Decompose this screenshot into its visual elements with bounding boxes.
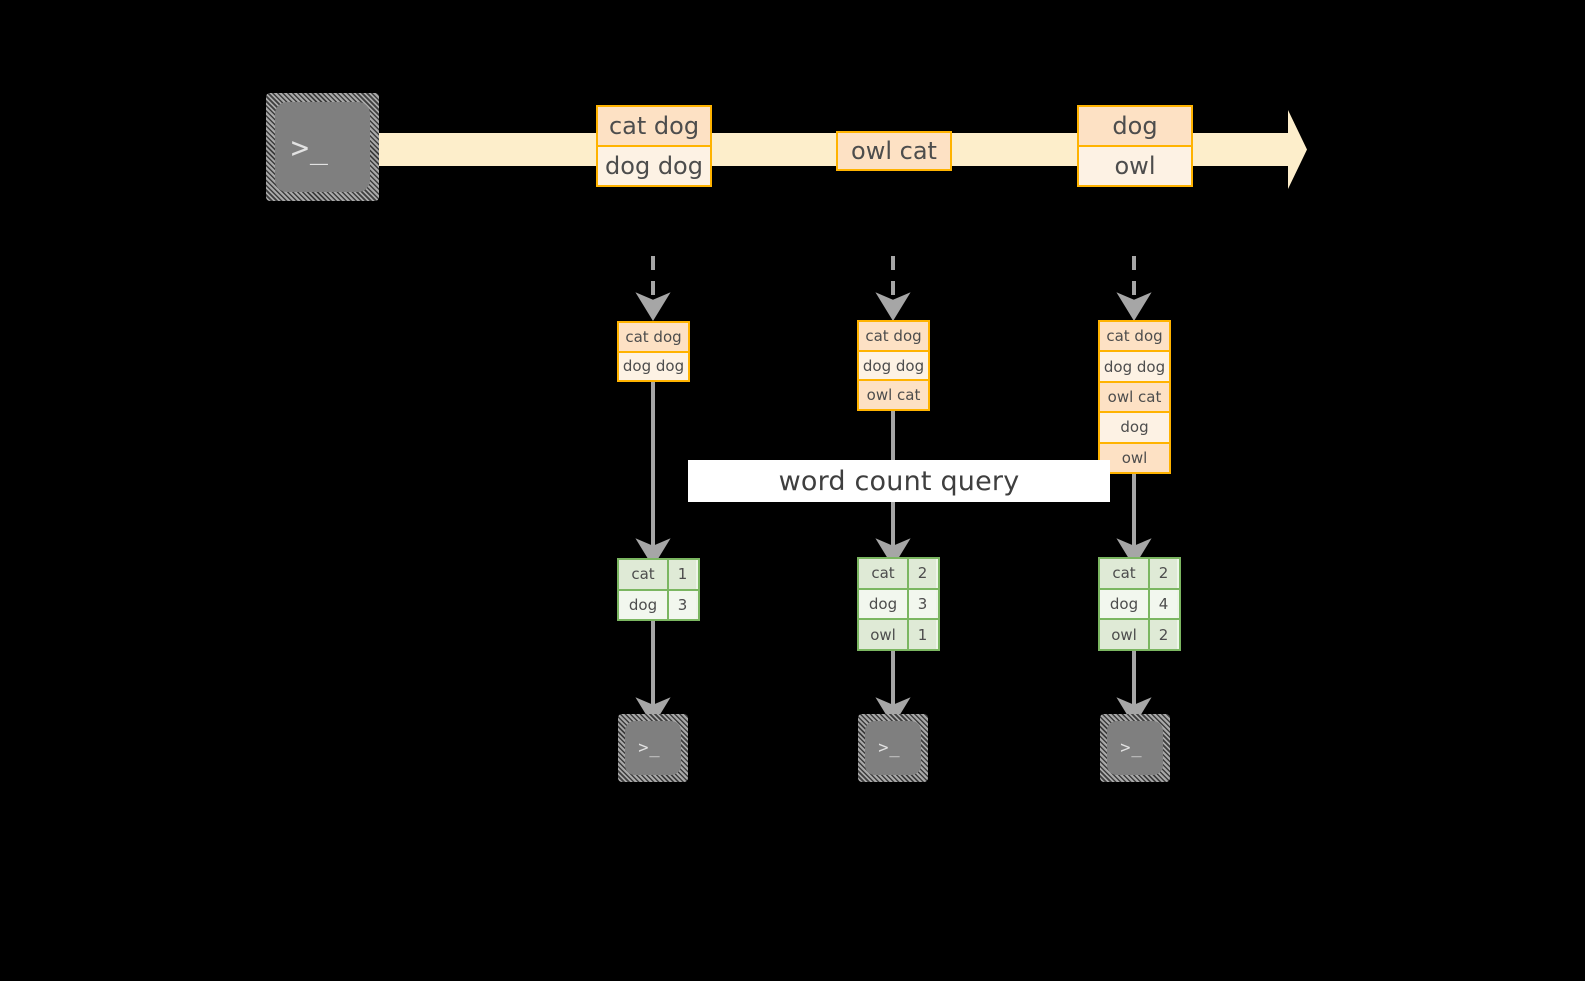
stream-message-batch-1: cat dog dog dog [596, 105, 712, 187]
word-count-query-band: word count query [688, 460, 1110, 502]
accumulated-line: dog dog [1100, 350, 1169, 381]
source-terminal-icon: >_ [266, 93, 379, 201]
terminal-prompt-glyph: >_ [878, 738, 901, 758]
accumulated-line: cat dog [859, 322, 928, 350]
accumulated-line: cat dog [1100, 322, 1169, 351]
table-cell-count: 1 [669, 560, 696, 589]
terminal-prompt-glyph: >_ [290, 130, 329, 166]
terminal-screen [865, 721, 921, 775]
message-line: owl [1079, 145, 1191, 185]
terminal-prompt-glyph: >_ [1120, 738, 1143, 758]
snapshot-3-sink-terminal-icon: >_ [1100, 714, 1170, 782]
table-cell-word: cat [1100, 559, 1150, 588]
message-line: cat dog [598, 107, 710, 145]
table-cell-word: owl [859, 620, 909, 650]
stream-message-batch-2: owl cat [836, 131, 952, 171]
table-row: cat 2 [859, 559, 938, 588]
table-cell-count: 3 [669, 590, 696, 619]
snapshot-2-sink-terminal-icon: >_ [858, 714, 928, 782]
snapshot-2-result-table: cat 2 dog 3 owl 1 [857, 557, 940, 651]
table-cell-count: 3 [909, 589, 936, 619]
table-cell-count: 2 [909, 559, 936, 588]
stream-message-batch-3: dog owl [1077, 105, 1193, 187]
table-cell-count: 1 [909, 620, 936, 650]
snapshot-3-accumulated-box: cat dog dog dog owl cat dog owl [1098, 320, 1171, 474]
query-label: word count query [778, 465, 1020, 497]
snapshot-2-accumulated-box: cat dog dog dog owl cat [857, 320, 930, 411]
terminal-screen [275, 102, 370, 192]
table-cell-word: cat [859, 559, 909, 588]
message-line: dog [1079, 107, 1191, 145]
terminal-screen [1107, 721, 1163, 775]
table-cell-count: 4 [1150, 589, 1177, 619]
table-row: owl 1 [859, 618, 938, 650]
table-cell-word: dog [1100, 589, 1150, 619]
message-line: owl cat [838, 133, 950, 169]
accumulated-line: dog dog [619, 350, 688, 380]
snapshot-1-sink-terminal-icon: >_ [618, 714, 688, 782]
terminal-screen [625, 721, 681, 775]
table-row: owl 2 [1100, 618, 1179, 650]
snapshot-1-accumulated-box: cat dog dog dog [617, 321, 690, 382]
table-cell-word: dog [619, 590, 669, 619]
accumulated-line: cat dog [619, 323, 688, 351]
accumulated-line: dog dog [859, 349, 928, 380]
table-row: dog 3 [859, 587, 938, 619]
accumulated-line: dog [1100, 411, 1169, 442]
accumulated-line: owl cat [859, 379, 928, 410]
table-cell-count: 2 [1150, 620, 1177, 650]
table-cell-count: 2 [1150, 559, 1177, 588]
table-row: cat 1 [619, 560, 698, 589]
table-cell-word: owl [1100, 620, 1150, 650]
snapshot-1-result-table: cat 1 dog 3 [617, 558, 700, 621]
message-line: dog dog [598, 145, 710, 185]
terminal-prompt-glyph: >_ [638, 738, 661, 758]
accumulated-line: owl [1100, 441, 1169, 473]
snapshot-3-result-table: cat 2 dog 4 owl 2 [1098, 557, 1181, 651]
accumulated-line: owl cat [1100, 380, 1169, 412]
table-cell-word: dog [859, 589, 909, 619]
table-cell-word: cat [619, 560, 669, 589]
table-row: cat 2 [1100, 559, 1179, 588]
table-row: dog 4 [1100, 587, 1179, 619]
table-row: dog 3 [619, 588, 698, 619]
